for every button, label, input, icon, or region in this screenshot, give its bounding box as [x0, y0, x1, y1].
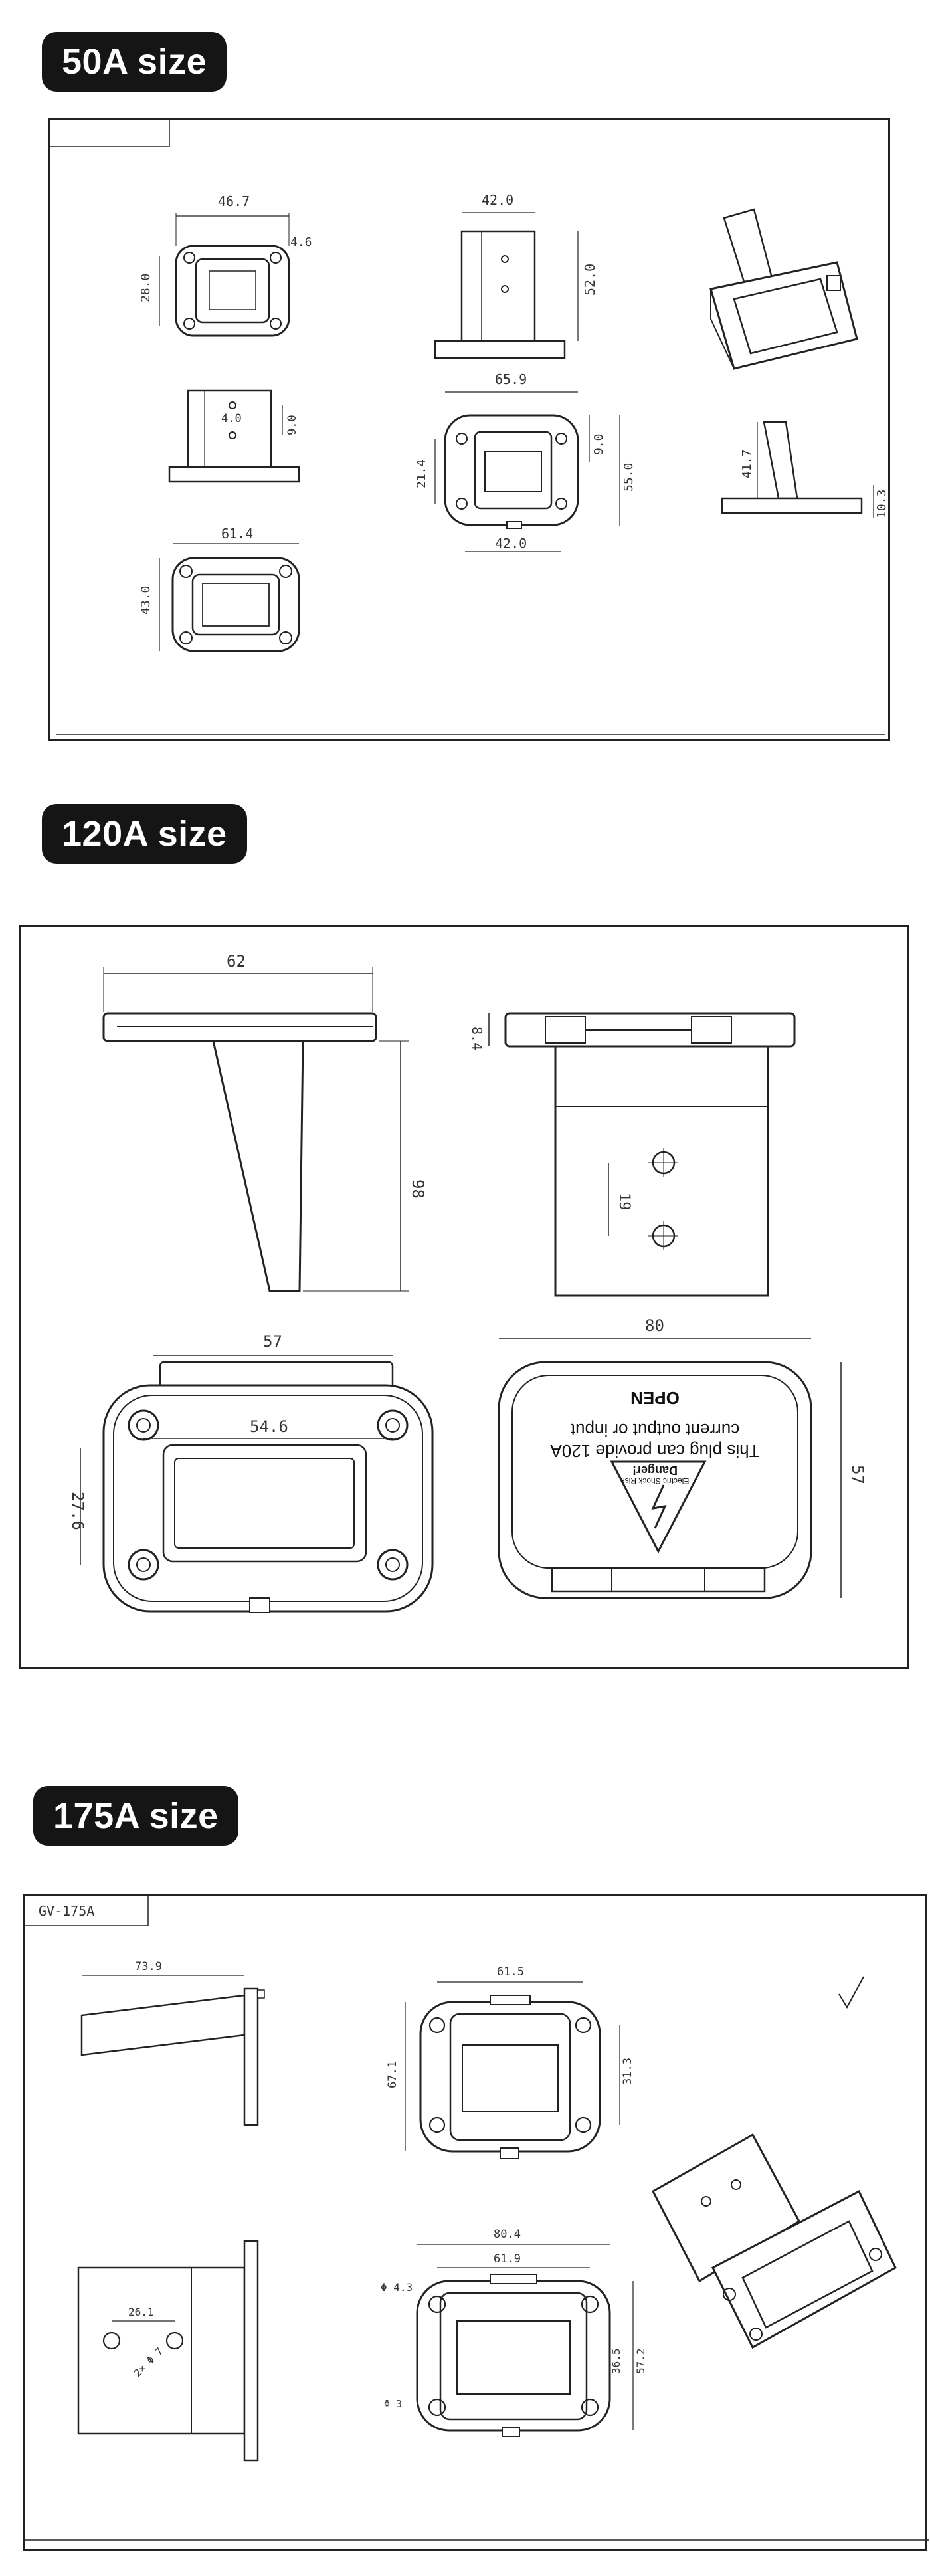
- technical-drawing-175a: GV-175A 73.9 61.5 67.1 31.3: [25, 1896, 929, 2541]
- view-50a-front-outline: [434, 391, 620, 552]
- dim-120a-h1: 8.4: [469, 1027, 485, 1050]
- dim-50a-h5: 9.0: [592, 433, 606, 455]
- cap-open-label: OPEN: [630, 1388, 680, 1408]
- dim-120a-w2: 57: [263, 1332, 282, 1351]
- dim-120a-h4: 27.6: [68, 1492, 87, 1530]
- dim-175a-d1: Φ 4.3: [381, 2281, 413, 2294]
- dim-175a-w1: 73.9: [135, 1960, 162, 1973]
- dim-175a-w5: 26.1: [128, 2306, 154, 2318]
- dim-175a-w4: 61.9: [494, 2252, 521, 2266]
- drawing-frame-175a: GV-175A 73.9 61.5 67.1 31.3: [23, 1894, 929, 2551]
- dim-50a-d1: 4.6: [290, 235, 312, 249]
- view-50a-side-bracket: [434, 212, 579, 359]
- cap-text-line1: This plug can provide 120A: [550, 1441, 760, 1461]
- view-175a-side-profile: [80, 1975, 265, 2126]
- view-175a-isometric: [652, 2133, 897, 2349]
- view-50a-bottom-plate: [159, 543, 300, 652]
- dim-120a-w1: 62: [227, 952, 246, 971]
- dim-50a-d2: 4.0: [221, 412, 242, 425]
- drawing-frame-120a: 62 98 8.4 19: [19, 925, 909, 1669]
- dim-50a-w2: 42.0: [482, 192, 513, 208]
- dim-50a-w1: 46.7: [218, 193, 250, 209]
- dim-50a-w4: 42.0: [495, 536, 527, 551]
- dim-175a-w3: 80.4: [494, 2228, 521, 2241]
- technical-drawing-50a: 46.7 4.6 28.0 42.0 52.0: [50, 120, 889, 735]
- dim-50a-h2: 52.0: [582, 264, 598, 296]
- cap-text-line2: current output or input: [570, 1420, 739, 1440]
- surface-finish-symbol: [838, 1976, 864, 2009]
- view-50a-front-plate: [159, 213, 290, 337]
- view-50a-isometric: [709, 208, 858, 370]
- view-120a-cap: [498, 1338, 842, 1599]
- dim-50a-h4: 21.4: [415, 460, 428, 488]
- dim-175a-w2: 61.5: [497, 1965, 524, 1979]
- drawing-frame-50a: 46.7 4.6 28.0 42.0 52.0: [48, 118, 890, 741]
- dim-50a-w3: 65.9: [495, 371, 527, 387]
- section-title-120a: 120A size: [42, 804, 247, 864]
- view-50a-side-small: [168, 389, 300, 483]
- view-120a-side-profile: [102, 967, 409, 1292]
- dim-50a-h9: 43.0: [139, 586, 153, 615]
- dim-50a-h7: 41.7: [740, 450, 754, 478]
- view-120a-front-bracket: [488, 1012, 796, 1297]
- dim-175a-h1: 67.1: [386, 2061, 399, 2088]
- dim-120a-h2: 98: [409, 1179, 427, 1199]
- lightning-bolt-icon: [651, 1484, 667, 1529]
- dim-175a-h4: 57.2: [634, 2348, 647, 2374]
- view-50a-profile: [721, 421, 874, 518]
- technical-drawing-120a: 62 98 8.4 19: [68, 952, 867, 1613]
- section-title-175a: 175A size: [33, 1786, 238, 1846]
- dim-175a-h2: 31.3: [621, 2058, 634, 2085]
- warning-triangle-icon: [610, 1460, 707, 1554]
- dim-50a-h1: 28.0: [139, 274, 153, 302]
- drawing-label-175a: GV-175A: [39, 1903, 94, 1919]
- dim-120a-w4: 80: [645, 1316, 664, 1335]
- cap-danger-sub: Electric Shock Risk: [620, 1476, 690, 1486]
- view-175a-base-plate: [416, 2244, 634, 2437]
- section-title-50a: 50A size: [42, 32, 227, 92]
- dim-120a-h5: 57: [848, 1465, 867, 1484]
- dim-50a-h3: 9.0: [286, 415, 299, 435]
- dim-120a-w3: 54.6: [250, 1417, 288, 1436]
- dim-50a-h6: 55.0: [622, 463, 636, 492]
- view-120a-base: [80, 1355, 434, 1613]
- cap-danger-label: Danger!: [632, 1464, 678, 1477]
- dim-175a-d2: Φ 3: [384, 2398, 402, 2410]
- view-175a-side-bracket: [77, 2240, 259, 2462]
- view-175a-front-plate: [405, 1981, 620, 2159]
- dim-175a-h3: 36.5: [610, 2348, 622, 2374]
- dim-50a-w5: 61.4: [221, 526, 253, 542]
- dim-50a-h8: 10.3: [875, 490, 889, 518]
- dim-120a-h3: 19: [616, 1193, 632, 1211]
